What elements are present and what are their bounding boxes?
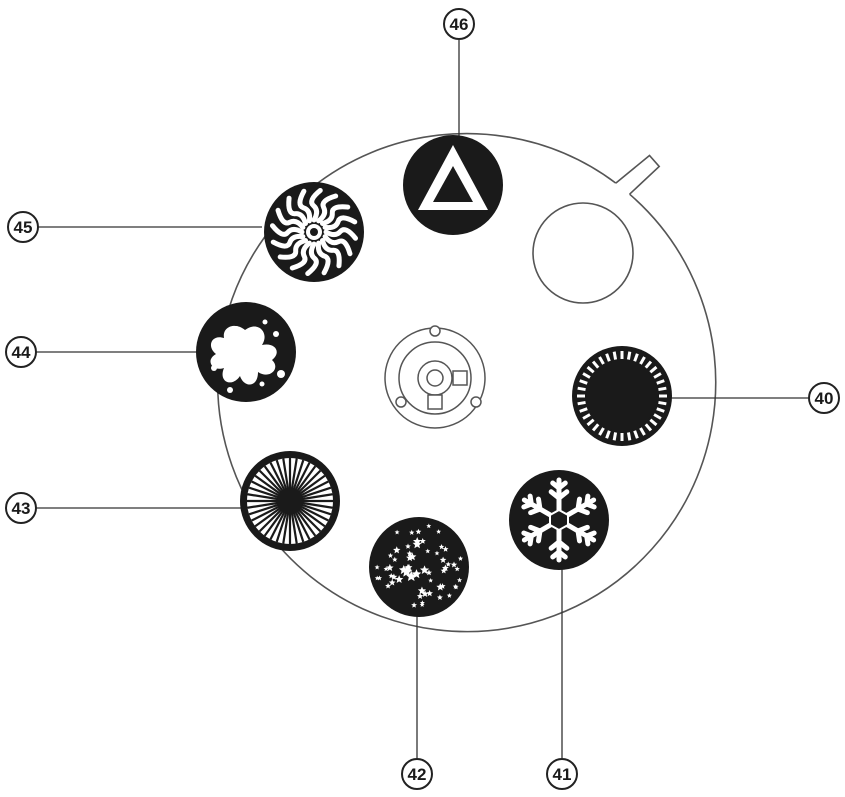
callout-46: 46 (444, 9, 474, 39)
callout-41: 41 (547, 759, 577, 789)
callout-43: 43 (6, 493, 36, 523)
callout-label-46: 46 (450, 15, 469, 34)
snowflake-gobo-icon (509, 470, 609, 570)
callout-44: 44 (6, 337, 36, 367)
callout-label-45: 45 (14, 218, 33, 237)
callout-label-42: 42 (408, 765, 427, 784)
callout-42: 42 (402, 759, 432, 789)
ring-gobo-icon (572, 346, 672, 446)
callout-40: 40 (809, 383, 839, 413)
callout-label-43: 43 (12, 499, 31, 518)
sunburst-gobo-icon (264, 182, 364, 282)
triangle-gobo-icon (403, 135, 503, 235)
radial-spokes-gobo-icon (240, 451, 340, 551)
wheel-tab (616, 156, 659, 195)
center-hub-icon (385, 326, 485, 428)
callout-45: 45 (8, 212, 38, 242)
stars-gobo-icon (369, 517, 469, 617)
splash-gobo-icon (196, 302, 296, 402)
callout-label-44: 44 (12, 343, 31, 362)
callout-label-41: 41 (553, 765, 572, 784)
open-slot (533, 203, 633, 303)
callout-label-40: 40 (815, 389, 834, 408)
